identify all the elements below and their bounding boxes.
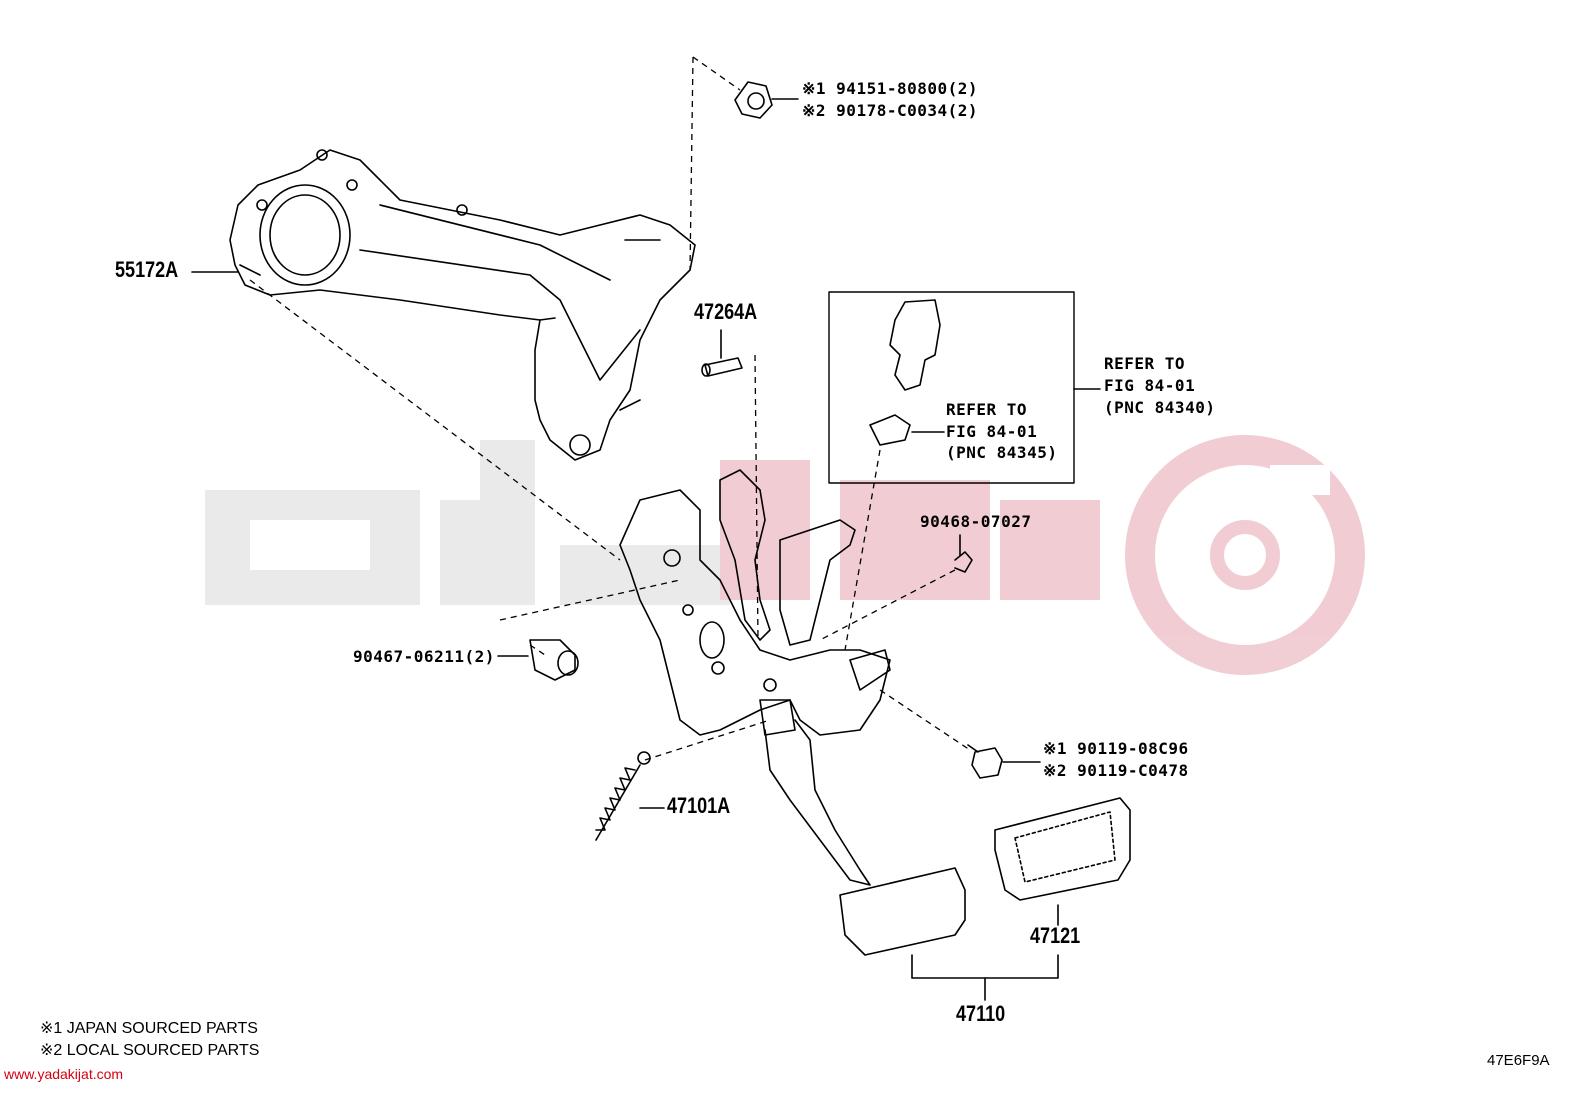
label-47121: 47121	[1030, 923, 1081, 948]
spring-47101a	[595, 751, 665, 841]
label-clip: 90468-07027	[920, 512, 1032, 531]
pedal-bracket-assembly	[619, 469, 891, 736]
bolt-90119	[967, 744, 1041, 779]
label-bolt-local: ※2 90119-C0478	[1043, 761, 1189, 780]
dashed-assembly-lines	[249, 56, 971, 761]
label-refer-inner-2: FIG 84-01	[946, 422, 1038, 441]
refer-box	[828, 291, 1101, 484]
label-47101a: 47101A	[667, 793, 731, 818]
watermark-url: www.yadakijat.com	[4, 1066, 124, 1082]
brake-pedal-arm	[764, 719, 966, 956]
label-47110: 47110	[956, 1001, 1006, 1026]
clip-90468	[954, 534, 973, 573]
label-nut-japan: ※1 94151-80800(2)	[802, 79, 979, 98]
label-bushing: 90467-06211(2)	[353, 647, 495, 666]
note-japan-sourced: ※1 JAPAN SOURCED PARTS	[40, 1020, 258, 1037]
label-55172a: 55172A	[115, 257, 179, 282]
bracket-55172a	[229, 149, 696, 461]
label-refer-inner-3: (PNC 84345)	[946, 443, 1058, 462]
label-refer-inner-1: REFER TO	[946, 400, 1028, 419]
bushing-90467	[497, 639, 579, 681]
label-bolt-japan: ※1 90119-08C96	[1043, 739, 1189, 758]
note-local-sourced: ※2 LOCAL SOURCED PARTS	[40, 1042, 260, 1059]
pedal-pad-47121	[994, 797, 1131, 926]
nut-94151	[734, 81, 799, 119]
label-refer-outer-1: REFER TO	[1104, 354, 1186, 373]
label-refer-outer-3: (PNC 84340)	[1104, 398, 1216, 417]
figure-code: 47E6F9A	[1487, 1052, 1550, 1069]
label-47264a: 47264A	[694, 299, 758, 324]
pin-47264a	[701, 329, 743, 377]
watermark-logo	[205, 435, 1365, 675]
label-refer-outer-2: FIG 84-01	[1104, 376, 1196, 395]
label-nut-local: ※2 90178-C0034(2)	[802, 101, 979, 120]
